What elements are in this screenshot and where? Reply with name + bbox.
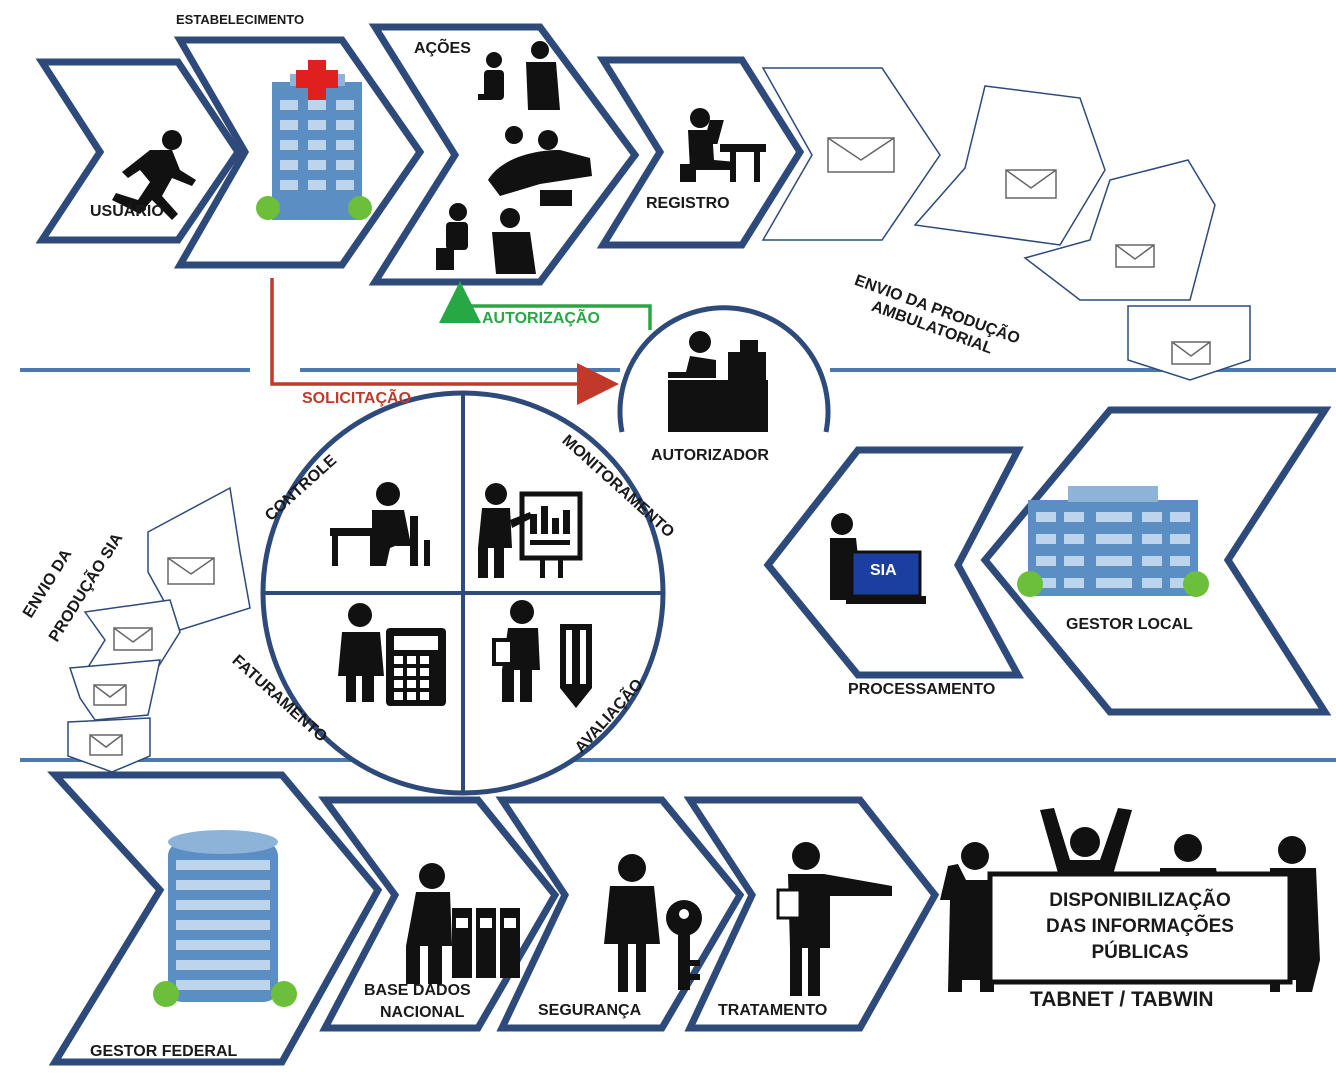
seguranca-label: SEGURANÇA	[538, 1002, 642, 1019]
envelope-icon	[167, 557, 215, 585]
autorizacao-label: AUTORIZAÇÃO	[482, 310, 600, 327]
envelope-icon	[89, 734, 123, 756]
faturamento-icon	[338, 603, 446, 706]
tratamento-label: TRATAMENTO	[718, 1002, 828, 1019]
envelope-icon	[93, 684, 127, 706]
autorizacao-arrow	[439, 281, 652, 330]
registro-label: REGISTRO	[646, 195, 730, 212]
disponibilizacao-label-3: PÚBLICAS	[1091, 942, 1189, 963]
base-dados-label-1: BASE DADOS	[364, 982, 471, 999]
envelope-icon	[827, 137, 895, 173]
gestor-federal-building-icon	[153, 830, 297, 1007]
gestor-federal-label: GESTOR FEDERAL	[90, 1043, 238, 1060]
envelope-icon	[1115, 244, 1155, 268]
envelope-icon	[1171, 341, 1211, 365]
computer-user-icon	[680, 108, 766, 182]
controle-icon	[330, 482, 430, 566]
acoes-chevron	[368, 23, 640, 286]
hospital-building-icon	[256, 60, 372, 220]
estabelecimento-label: ESTABELECIMENTO	[176, 12, 305, 27]
autorizador-label: AUTORIZADOR	[651, 447, 769, 464]
envelope-icon	[1005, 169, 1057, 199]
sia-computer-icon	[830, 513, 926, 604]
runner-icon	[112, 130, 196, 220]
row1-chevrons	[35, 23, 805, 286]
tabnet-tabwin-label: TABNET / TABWIN	[1030, 988, 1214, 1011]
gestor-local-label: GESTOR LOCAL	[1066, 616, 1193, 633]
sia-screen-label: SIA	[870, 562, 897, 579]
database-person-icon	[406, 863, 520, 984]
acoes-label: AÇÕES	[414, 40, 471, 57]
gestor-local-building-icon	[1017, 486, 1209, 597]
envelope-icon	[113, 627, 153, 651]
security-key-person-icon	[604, 854, 702, 992]
solicitacao-label: SOLICITAÇÃO	[302, 390, 412, 407]
autorizador-node	[617, 305, 831, 433]
base-dados-label-2: NACIONAL	[380, 1004, 465, 1021]
disponibilizacao-label-1: DISPONIBILIZAÇÃO	[1049, 890, 1231, 911]
divider-lines	[20, 368, 1336, 762]
actions-people-icon	[436, 41, 592, 274]
avaliacao-icon	[492, 600, 592, 708]
usuario-chevron	[35, 58, 243, 244]
usuario-label: USUÁRIO	[90, 203, 164, 220]
pointing-person-icon	[776, 842, 892, 996]
disponibilizacao-label-2: DAS INFORMAÇÕES	[1046, 916, 1234, 937]
processamento-label: PROCESSAMENTO	[848, 681, 996, 698]
public-people-icon	[940, 808, 1320, 992]
solicitacao-arrow	[270, 278, 619, 405]
monitoramento-icon	[478, 483, 583, 578]
